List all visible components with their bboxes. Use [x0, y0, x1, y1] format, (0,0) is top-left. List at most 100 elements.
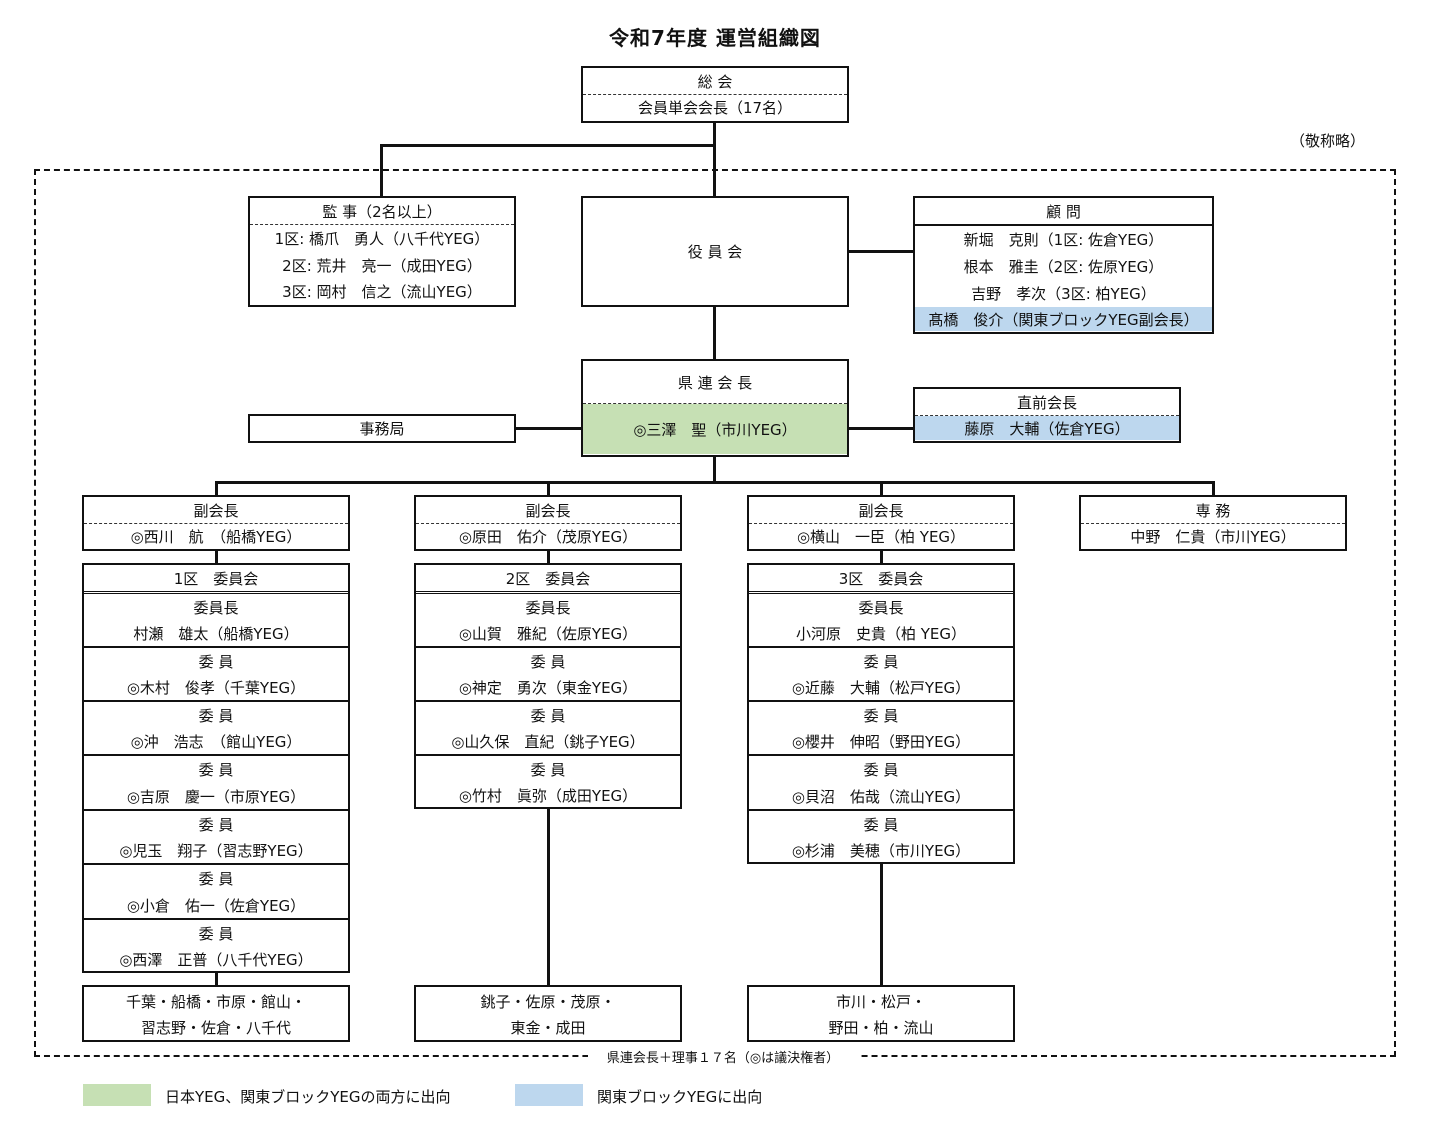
connector-board-president	[713, 306, 716, 361]
member-name: ◎西澤 正普（八千代YEG）	[119, 951, 313, 969]
connector-committee3-areas	[880, 862, 883, 986]
connector-vp1	[215, 481, 218, 497]
committee-member: 委 員 ◎沖 浩志 （館山YEG）	[84, 702, 348, 756]
member-name: ◎竹村 眞弥（成田YEG）	[458, 787, 638, 805]
connector-committee1-areas	[215, 971, 218, 986]
member-name: ◎櫻井 伸昭（野田YEG）	[791, 733, 971, 751]
member-name: ◎近藤 大輔（松戸YEG）	[791, 679, 971, 697]
committee-member: 委 員 ◎貝沼 佑哉（流山YEG）	[749, 756, 1013, 811]
legend-label-green: 日本YEG、関東ブロックYEGの両方に出向	[165, 1088, 451, 1106]
past-president-title: 直前会長	[915, 389, 1179, 416]
secretariat-title: 事務局	[359, 420, 405, 438]
connector-president-down	[713, 456, 716, 483]
committee-member: 委員長 村瀬 雄太（船橋YEG）	[84, 594, 348, 648]
area-line: 千葉・船橋・市原・館山・	[125, 992, 306, 1011]
member-name: 村瀬 雄太（船橋YEG）	[133, 625, 299, 643]
member-name: ◎山賀 雅紀（佐原YEG）	[458, 625, 638, 643]
committee-3-areas: 市川・松戸・ 野田・柏・流山	[747, 985, 1015, 1042]
member-role: 委員長	[525, 599, 571, 617]
committee-title: 3区 委員会	[749, 565, 1013, 594]
managing-director-box: 専 務 中野 仁貴（市川YEG）	[1079, 495, 1347, 551]
committee-title: 1区 委員会	[84, 565, 348, 594]
member-name: ◎貝沼 佑哉（流山YEG）	[791, 787, 971, 806]
committee-member: 委 員 ◎神定 勇次（東金YEG）	[416, 648, 680, 702]
member-name: ◎児玉 翔子（習志野YEG）	[119, 842, 313, 860]
member-role: 委 員	[198, 870, 234, 888]
member-role: 委 員	[198, 707, 234, 725]
vice-president-name: ◎横山 一臣（柏 YEG）	[796, 527, 966, 546]
committee-member: 委 員 ◎近藤 大輔（松戸YEG）	[749, 648, 1013, 702]
member-role: 委 員	[530, 653, 566, 671]
member-role: 委員長	[193, 599, 239, 617]
auditor-item: 2区: 荒井 亮一（成田YEG）	[282, 257, 482, 275]
area-line: 市川・松戸・	[835, 992, 926, 1011]
committee-member: 委 員 ◎山久保 直紀（銚子YEG）	[416, 702, 680, 756]
member-name: ◎杉浦 美穂（市川YEG）	[791, 842, 971, 860]
board-title: 役 員 会	[687, 243, 743, 261]
area-line: 習志野・佐倉・八千代	[140, 1018, 291, 1037]
member-role: 委 員	[198, 653, 234, 671]
connector-vp3	[880, 481, 883, 497]
legend-swatch-green	[83, 1084, 151, 1106]
general-assembly-members: 会員単会会長（17名）	[637, 99, 793, 117]
vice-president-title: 副会長	[749, 497, 1013, 524]
managing-director-title: 専 務	[1081, 497, 1345, 524]
past-president-name: 藤原 大輔（佐倉YEG）	[915, 416, 1179, 440]
advisor-item: 新堀 克則（1区: 佐倉YEG）	[963, 231, 1164, 249]
auditors-box: 監 事（2名以上） 1区: 橋爪 勇人（八千代YEG） 2区: 荒井 亮一（成田…	[248, 196, 516, 307]
managing-director-name: 中野 仁貴（市川YEG）	[1130, 527, 1296, 546]
connector-auditors-drop	[380, 144, 383, 198]
connector-vp-bar	[215, 481, 1214, 484]
vice-president-box: 副会長 ◎西川 航 （船橋YEG）	[82, 495, 350, 551]
auditor-item: 1区: 橋爪 勇人（八千代YEG）	[274, 230, 490, 248]
member-role: 委 員	[198, 816, 234, 834]
committee-member: 委 員 ◎児玉 翔子（習志野YEG）	[84, 811, 348, 865]
committee-member: 委 員 ◎吉原 慶一（市原YEG）	[84, 756, 348, 811]
member-role: 委 員	[198, 761, 234, 779]
committee-3-box: 3区 委員会 委員長 小河原 史貴（柏 YEG） 委 員 ◎近藤 大輔（松戸YE…	[747, 563, 1015, 864]
member-name: ◎山久保 直紀（銚子YEG）	[451, 733, 645, 751]
committee-member: 委 員 ◎小倉 佑一（佐倉YEG）	[84, 865, 348, 920]
committee-member: 委 員 ◎櫻井 伸昭（野田YEG）	[749, 702, 1013, 756]
general-assembly-box: 総 会 会員単会会長（17名）	[581, 66, 849, 123]
member-role: 委 員	[530, 707, 566, 725]
committee-1-areas: 千葉・船橋・市原・館山・ 習志野・佐倉・八千代	[82, 985, 350, 1042]
area-line: 銚子・佐原・茂原・	[480, 992, 616, 1011]
general-assembly-title: 総 会	[583, 68, 847, 95]
member-name: ◎木村 俊孝（千葉YEG）	[126, 679, 306, 697]
advisor-highlighted: 髙橋 俊介（関東ブロックYEG副会長）	[915, 307, 1212, 331]
area-line: 東金・成田	[510, 1018, 586, 1037]
advisor-item: 根本 雅圭（2区: 佐原YEG）	[963, 258, 1164, 276]
advisor-item: 吉野 孝次（3区: 柏YEG）	[971, 285, 1156, 303]
auditor-item: 3区: 岡村 信之（流山YEG）	[282, 283, 482, 301]
committee-title: 2区 委員会	[416, 565, 680, 594]
president-box: 県 連 会 長 ◎三澤 聖（市川YEG）	[581, 359, 849, 457]
board-box: 役 員 会	[581, 196, 849, 307]
committee-2-areas: 銚子・佐原・茂原・ 東金・成田	[414, 985, 682, 1042]
connector-vp1-committee	[215, 550, 218, 565]
committee-2-box: 2区 委員会 委員長 ◎山賀 雅紀（佐原YEG） 委 員 ◎神定 勇次（東金YE…	[414, 563, 682, 809]
member-name: 小河原 史貴（柏 YEG）	[795, 625, 967, 643]
vice-president-title: 副会長	[84, 497, 348, 524]
member-name: ◎沖 浩志 （館山YEG）	[130, 733, 302, 751]
connector-vp3-committee	[880, 550, 883, 565]
vice-president-box: 副会長 ◎原田 佑介（茂原YEG）	[414, 495, 682, 551]
member-role: 委員長	[858, 599, 904, 617]
committee-member: 委 員 ◎西澤 正普（八千代YEG）	[84, 920, 348, 972]
connector-vp2	[547, 481, 550, 497]
connector-assembly-auditors	[380, 144, 715, 147]
advisors-box: 顧 問 新堀 克則（1区: 佐倉YEG） 根本 雅圭（2区: 佐原YEG） 吉野…	[913, 196, 1214, 334]
connector-committee2-areas	[547, 808, 550, 986]
committee-1-box: 1区 委員会 委員長 村瀬 雄太（船橋YEG） 委 員 ◎木村 俊孝（千葉YEG…	[82, 563, 350, 973]
committee-member: 委 員 ◎木村 俊孝（千葉YEG）	[84, 648, 348, 702]
vice-president-title: 副会長	[416, 497, 680, 524]
connector-board-advisors	[848, 250, 914, 253]
member-role: 委 員	[530, 761, 566, 779]
member-name: ◎神定 勇次（東金YEG）	[458, 679, 638, 697]
secretariat-box: 事務局	[248, 414, 516, 443]
honorific-note: （敬称略）	[1290, 132, 1366, 150]
connector-secretariat	[515, 427, 582, 430]
legend-swatch-blue	[515, 1084, 583, 1106]
committee-member: 委員長 ◎山賀 雅紀（佐原YEG）	[416, 594, 680, 648]
legend-label-blue: 関東ブロックYEGに出向	[597, 1088, 763, 1106]
